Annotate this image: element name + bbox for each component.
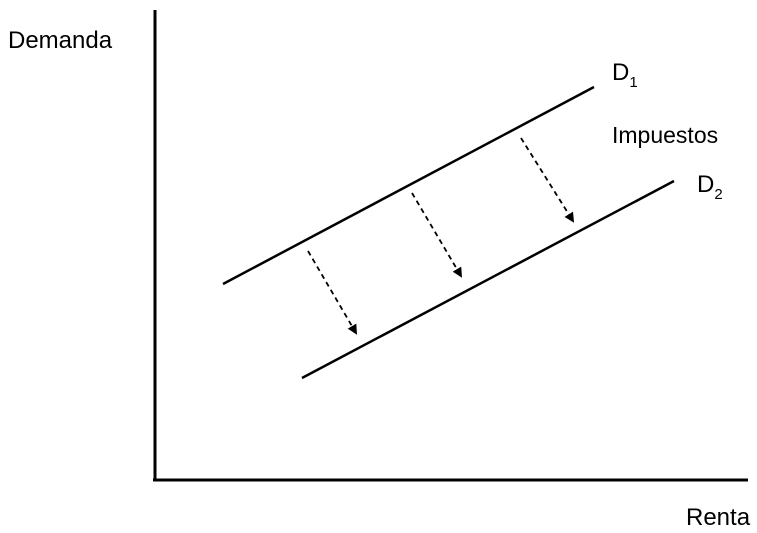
shift-arrow-middle <box>411 192 463 278</box>
x-axis-label: Renta <box>686 504 751 531</box>
shift-arrow-left <box>307 250 358 335</box>
demand-curve-d2-label: D2 <box>697 171 723 203</box>
d2-letter: D <box>697 171 714 198</box>
shift-arrow-right <box>520 137 575 223</box>
demand-curve-d2 <box>301 179 675 380</box>
d1-subscript: 1 <box>629 74 637 91</box>
demand-curve-d1 <box>222 85 595 286</box>
shift-label: Impuestos <box>612 122 718 148</box>
d2-subscript: 2 <box>714 186 722 203</box>
d1-letter: D <box>612 59 629 86</box>
demand-curve-d1-label: D1 <box>612 59 638 91</box>
y-axis-label: Demanda <box>8 27 113 54</box>
